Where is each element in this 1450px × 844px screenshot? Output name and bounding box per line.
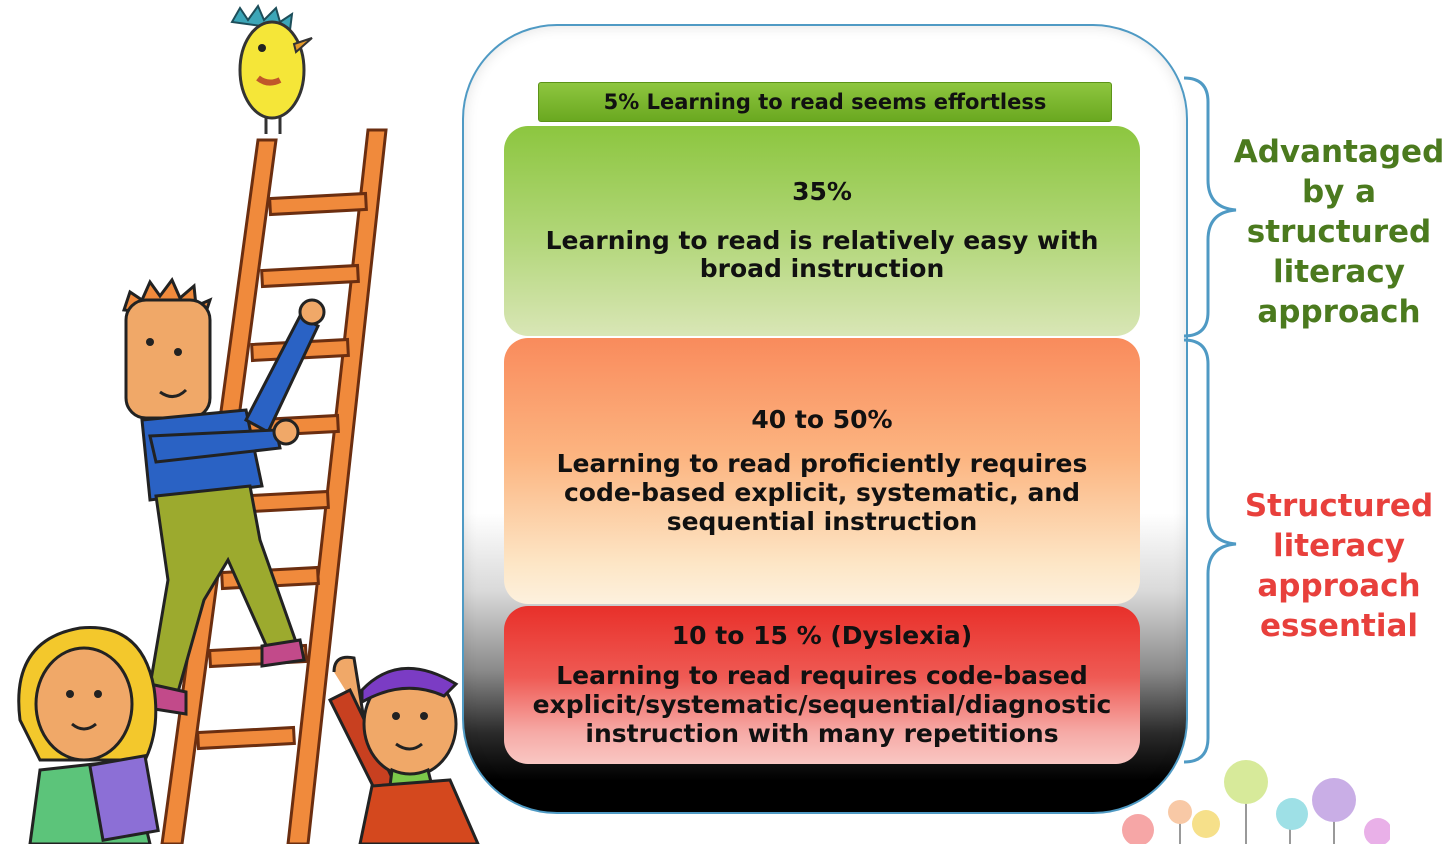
band-40-50-percent: 40 to 50% Learning to read proficiently … (504, 338, 1140, 604)
band-10-line-1: Learning to read requires code-based (556, 661, 1088, 691)
band-10-15-percent: 10 to 15 % (Dyslexia) Learning to read r… (504, 606, 1140, 764)
band-10-description: Learning to read requires code-based exp… (513, 661, 1132, 748)
advantaged-line-5: approach (1257, 294, 1421, 330)
brace-icon (1183, 76, 1237, 764)
band-40-line-2: code-based explicit, systematic, and (563, 478, 1081, 507)
band-5-percent: 5% Learning to read seems effortless (538, 82, 1112, 122)
band-35-line-1: Learning to read is relatively easy with (545, 225, 1099, 255)
band-40-line-3: sequential instruction (666, 506, 978, 536)
band-35-description: Learning to read is relatively easy with… (526, 225, 1119, 285)
advantaged-label: Advantaged by a structured literacy appr… (1228, 132, 1450, 332)
advantaged-line-1: Advantaged (1233, 134, 1445, 170)
essential-line-4: essential (1259, 608, 1418, 644)
essential-line-1: Structured (1244, 488, 1434, 524)
band-40-percent-label: 40 to 50% (751, 404, 893, 434)
band-10-percent-label: 10 to 15 % (Dyslexia) (671, 620, 973, 650)
dandelion-flowers-icon (1122, 760, 1390, 844)
band-35-line-2: broad instruction (699, 254, 945, 284)
advantaged-line-3: structured (1246, 214, 1432, 250)
band-5-text: 5% Learning to read seems effortless (603, 89, 1047, 114)
band-10-line-2: explicit/systematic/sequential/diagnosti… (532, 690, 1112, 719)
girl-with-book-icon (17, 626, 160, 844)
advantaged-line-2: by a (1301, 174, 1377, 210)
band-10-line-3: instruction with many repetitions (585, 718, 1059, 748)
illustration (17, 3, 480, 844)
essential-label: Structured literacy approach essential (1228, 486, 1450, 646)
bird-icon (230, 3, 313, 134)
waving-child-icon (327, 655, 480, 844)
essential-line-2: literacy (1273, 528, 1405, 564)
band-35-percent: 35% Learning to read is relatively easy … (504, 126, 1140, 336)
band-40-description: Learning to read proficiently requires c… (537, 449, 1108, 536)
advantaged-line-4: literacy (1273, 254, 1405, 290)
essential-line-3: approach (1257, 568, 1421, 604)
band-35-percent-label: 35% (792, 176, 852, 206)
band-40-line-1: Learning to read proficiently requires (556, 449, 1088, 479)
climbing-child-icon (121, 277, 326, 716)
